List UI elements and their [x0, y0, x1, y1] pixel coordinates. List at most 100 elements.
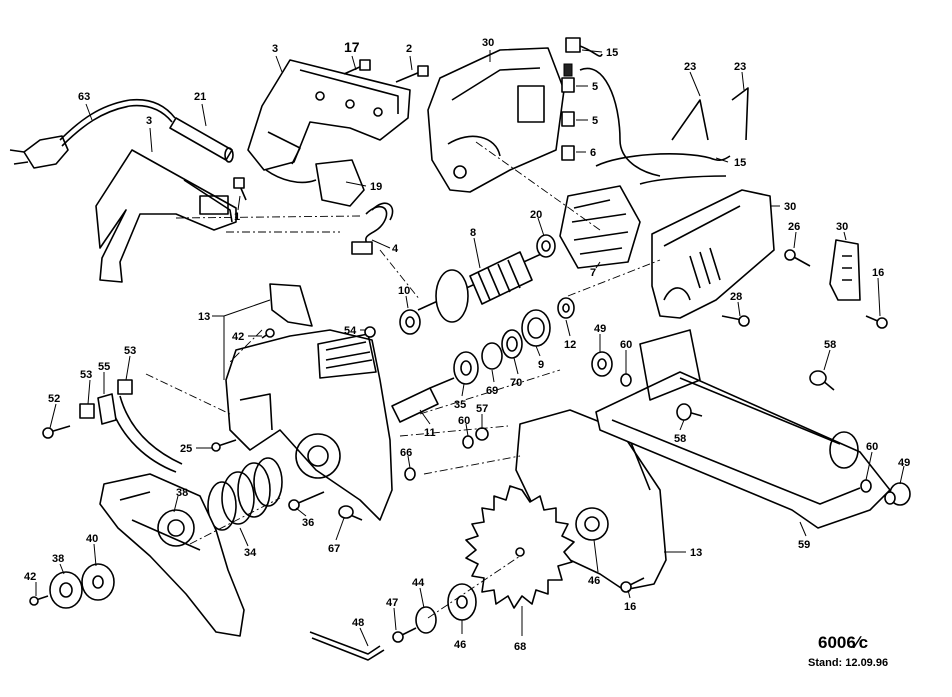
wire-23-b: [731, 87, 749, 141]
switch: [265, 159, 365, 207]
screw-16-upper: [865, 315, 888, 329]
callout-60-lower: 60: [866, 441, 878, 453]
callout-26: 26: [788, 221, 800, 233]
flange-40: [81, 563, 115, 601]
callout-38-flange: 38: [52, 553, 64, 565]
callout-4: 4: [392, 243, 399, 255]
callout-52: 52: [48, 393, 60, 405]
callout-53-left: 53: [80, 369, 92, 381]
washer-60-upper: [620, 373, 632, 387]
callout-23-left: 23: [684, 61, 696, 73]
cable-clip: [351, 202, 394, 255]
callout-60-mid: 60: [458, 415, 470, 427]
brush-5-lower: [561, 111, 575, 127]
gear-49: [591, 351, 613, 377]
callout-34: 34: [244, 547, 257, 559]
callout-55: 55: [98, 361, 110, 373]
nut-54: [364, 326, 376, 338]
callout-12: 12: [564, 339, 576, 351]
callout-58-lower: 58: [674, 433, 686, 445]
bush-70: [501, 329, 523, 359]
callout-13-housing: 13: [198, 311, 210, 323]
wire-23-a: [671, 99, 709, 141]
callout-63: 63: [78, 91, 90, 103]
motor-housing: [427, 47, 565, 193]
callout-7: 7: [590, 267, 596, 279]
screw-42-upper: [261, 328, 275, 339]
callout-60-upper: 60: [620, 339, 632, 351]
callout-1: 1: [234, 211, 240, 223]
brush-holder: [565, 37, 603, 57]
leader-lines: [35, 49, 905, 647]
screw-47: [392, 627, 417, 643]
callout-38-guard: 38: [176, 487, 188, 499]
cord-protector: [169, 117, 234, 163]
callout-15-mid: 15: [734, 157, 746, 169]
callout-labels: 63 21 3 3 17 2 30 15 5 5 6 23 23 15 19 1…: [24, 37, 910, 653]
washer-60-mid: [462, 435, 474, 449]
callout-36: 36: [302, 517, 314, 529]
armature: [417, 249, 551, 323]
spring-34: [207, 457, 283, 531]
retract-spring-lever: [107, 395, 183, 473]
plate-55: [97, 393, 117, 425]
callout-16-upper: 16: [872, 267, 884, 279]
screw-36: [288, 491, 325, 511]
callout-17: 17: [344, 39, 360, 55]
screw-16-lower: [620, 577, 645, 593]
callout-5-lower: 5: [592, 115, 598, 127]
bearing-35: [453, 351, 479, 385]
callout-59: 59: [798, 539, 810, 551]
knob-67: [338, 505, 363, 521]
bearing-12: [557, 297, 575, 319]
gear-housing: [225, 329, 393, 521]
knob-58-upper: [809, 370, 835, 391]
callout-46-flange: 46: [454, 639, 466, 651]
callout-28: 28: [730, 291, 742, 303]
cover-plate: [829, 239, 861, 301]
motor-cover: [651, 189, 775, 319]
callout-67: 67: [328, 543, 340, 555]
callout-57: 57: [476, 403, 488, 415]
callout-49-upper: 49: [594, 323, 606, 335]
screw-17: [343, 59, 371, 75]
callout-6: 6: [590, 147, 596, 159]
callout-3-right: 3: [272, 43, 278, 55]
callout-2: 2: [406, 43, 412, 55]
callout-30-plate: 30: [836, 221, 848, 233]
callout-48: 48: [352, 617, 364, 629]
assembly-lines: [145, 141, 661, 619]
callout-9: 9: [538, 359, 544, 371]
nut-57: [475, 427, 489, 441]
callout-13-guard: 13: [690, 547, 702, 559]
callout-11: 11: [424, 427, 436, 439]
circlip-69: [481, 342, 503, 370]
callout-53-right: 53: [124, 345, 136, 357]
callout-30-cover: 30: [784, 201, 796, 213]
saw-blade: [465, 485, 575, 609]
lower-blade-guard: [99, 473, 245, 637]
callout-70: 70: [510, 377, 522, 389]
callout-46-guard: 46: [588, 575, 600, 587]
callout-25: 25: [180, 443, 192, 455]
field-coil: [559, 185, 641, 269]
callout-47: 47: [386, 597, 398, 609]
screw-25: [211, 439, 237, 452]
handle-half-right: [247, 59, 411, 171]
screw-26: [784, 249, 811, 267]
callout-58-upper: 58: [824, 339, 836, 351]
knob-49: [884, 482, 911, 506]
handle-half-left: [95, 149, 237, 283]
brush-5-upper: [561, 63, 575, 93]
plate-53-left: [79, 403, 95, 419]
screw-52: [42, 425, 71, 439]
callout-3-left: 3: [146, 115, 152, 127]
spindle-11: [391, 377, 455, 423]
screw-42-lower: [29, 595, 49, 606]
guard-plate-13: [269, 283, 313, 327]
gear-9: [521, 309, 551, 347]
callout-42-lower: 42: [24, 571, 36, 583]
screw-1: [233, 177, 247, 201]
